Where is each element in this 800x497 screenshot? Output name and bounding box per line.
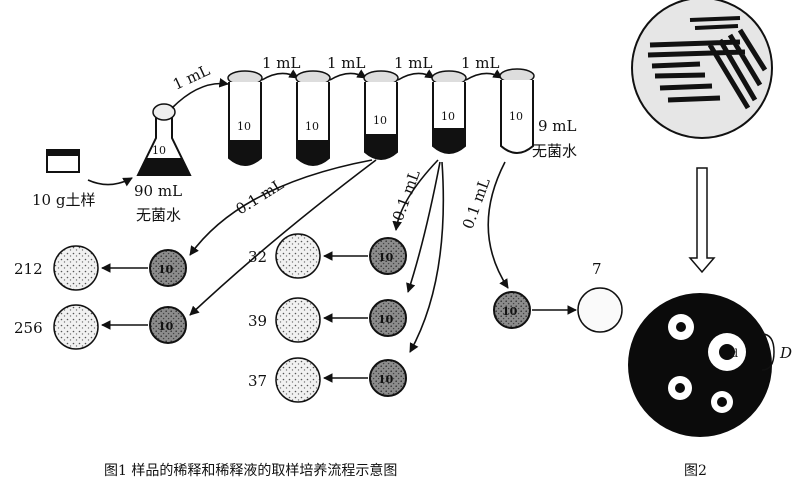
result-plate-1: 212 xyxy=(14,245,99,291)
count-3: 32 xyxy=(248,248,267,266)
tube-2-label: 10 xyxy=(305,120,319,133)
result-plate-2: 256 xyxy=(14,304,99,350)
sample-arrow-t4-a xyxy=(392,159,439,231)
transfer-arrow-2 xyxy=(261,69,299,81)
tube-1: 10 xyxy=(227,70,263,166)
result-plate-5: 37 xyxy=(248,357,321,403)
flask-water: 无菌水 xyxy=(136,206,181,224)
transfer-label-2: 1 mL xyxy=(262,54,301,72)
plate-2: 10 xyxy=(149,306,187,344)
sample-arrow-t5 xyxy=(487,161,509,289)
count-1: 212 xyxy=(14,260,43,278)
plate-1-label: 10 xyxy=(158,263,174,276)
last-tube-volume: 9 mL xyxy=(538,117,577,135)
fig2-caption: 图2 xyxy=(684,463,707,479)
plate-3: 10 xyxy=(369,237,407,275)
plate-5-label: 10 xyxy=(378,373,394,386)
transfer-arrow-4 xyxy=(397,69,435,81)
result-plate-6: 7 xyxy=(577,260,623,333)
tube-5: 10 xyxy=(499,68,535,154)
transfer-arrow-1 xyxy=(171,78,229,109)
sample-arrow-t3-a xyxy=(189,159,373,256)
fig2-D-label: D xyxy=(779,344,792,362)
plate-4-label: 10 xyxy=(378,313,394,326)
soil-sample: 10 g土样 xyxy=(32,149,95,209)
transfer-arrow-5 xyxy=(465,69,503,81)
result-plate-3: 32 xyxy=(248,233,321,279)
plate-4: 10 xyxy=(369,299,407,337)
transfer-label-3: 1 mL xyxy=(327,54,366,72)
plate-5: 10 xyxy=(369,359,407,397)
tube-3: 10 xyxy=(363,70,399,160)
count-4: 39 xyxy=(248,312,267,330)
flask: 10 90 mL 无菌水 xyxy=(134,103,192,224)
tube-1-label: 10 xyxy=(237,120,251,133)
flask-label: 10 xyxy=(152,144,166,157)
count-6: 7 xyxy=(592,260,602,278)
transfer-label-5: 1 mL xyxy=(461,54,500,72)
count-5: 37 xyxy=(248,372,267,390)
last-tube-water: 无菌水 xyxy=(532,142,577,160)
plate-6: 10 xyxy=(493,291,531,329)
sample-arrow-t4-c xyxy=(409,161,445,353)
sample-label-2: 0.1 mL xyxy=(389,168,424,224)
tube-4: 10 xyxy=(431,70,467,154)
transfer-label-4: 1 mL xyxy=(394,54,433,72)
soil-mass-label: 10 g土样 xyxy=(32,191,95,209)
sample-arrow-t3-b xyxy=(189,159,377,316)
plate-3-label: 10 xyxy=(378,251,394,264)
transfer-arrow-3 xyxy=(329,69,367,81)
plate-6-label: 10 xyxy=(502,305,518,318)
fig2-d-label: d xyxy=(731,347,738,360)
sample-label-1: 0.1 mL xyxy=(233,175,287,218)
count-2: 256 xyxy=(14,319,43,337)
sample-arrow-t4-b xyxy=(406,161,441,293)
plate-1: 10 xyxy=(149,249,187,287)
fig2-clear-zone-plate: d D xyxy=(628,293,792,437)
soil-arrow xyxy=(87,177,133,187)
fig1-caption: 图1 样品的稀释和稀释液的取样培养流程示意图 xyxy=(104,462,397,479)
tube-2: 10 xyxy=(295,70,331,166)
fig2-streak-plate xyxy=(631,0,773,139)
transfer-label-1: 1 mL xyxy=(170,61,213,94)
tube-3-label: 10 xyxy=(373,114,387,127)
tube-4-label: 10 xyxy=(441,110,455,123)
result-plate-4: 39 xyxy=(248,297,321,343)
fig2-down-arrow xyxy=(688,167,716,274)
tube-5-label: 10 xyxy=(509,110,523,123)
flask-volume: 90 mL xyxy=(134,182,182,200)
plate-2-label: 10 xyxy=(158,320,174,333)
